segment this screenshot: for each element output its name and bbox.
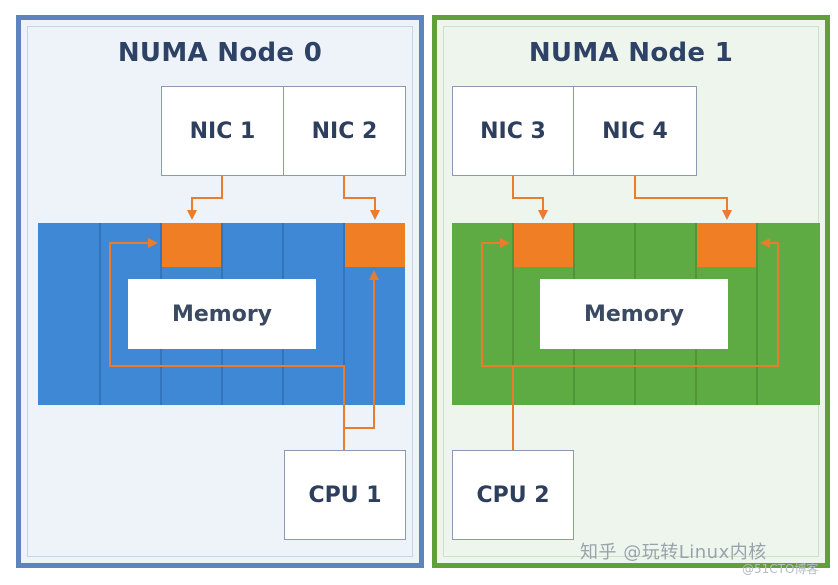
- numa-node-0-title: NUMA Node 0: [117, 38, 323, 68]
- watermark-sub: @51CTO博客: [742, 562, 819, 576]
- numa-node-1-title: NUMA Node 1: [528, 38, 734, 68]
- nic-4-box: NIC 4: [573, 86, 697, 176]
- cpu-2-box: CPU 2: [452, 450, 574, 540]
- memory-label-node-1: Memory: [540, 279, 728, 349]
- numa-node-0-inner-border: [27, 26, 413, 557]
- watermark: 知乎 @玩转Linux内核: [580, 542, 767, 563]
- nic-2-box: NIC 2: [283, 86, 406, 176]
- nic-1-box: NIC 1: [161, 86, 284, 176]
- cpu-1-box: CPU 1: [284, 450, 406, 540]
- nic-3-box: NIC 3: [452, 86, 574, 176]
- memory-label-node-0: Memory: [128, 279, 316, 349]
